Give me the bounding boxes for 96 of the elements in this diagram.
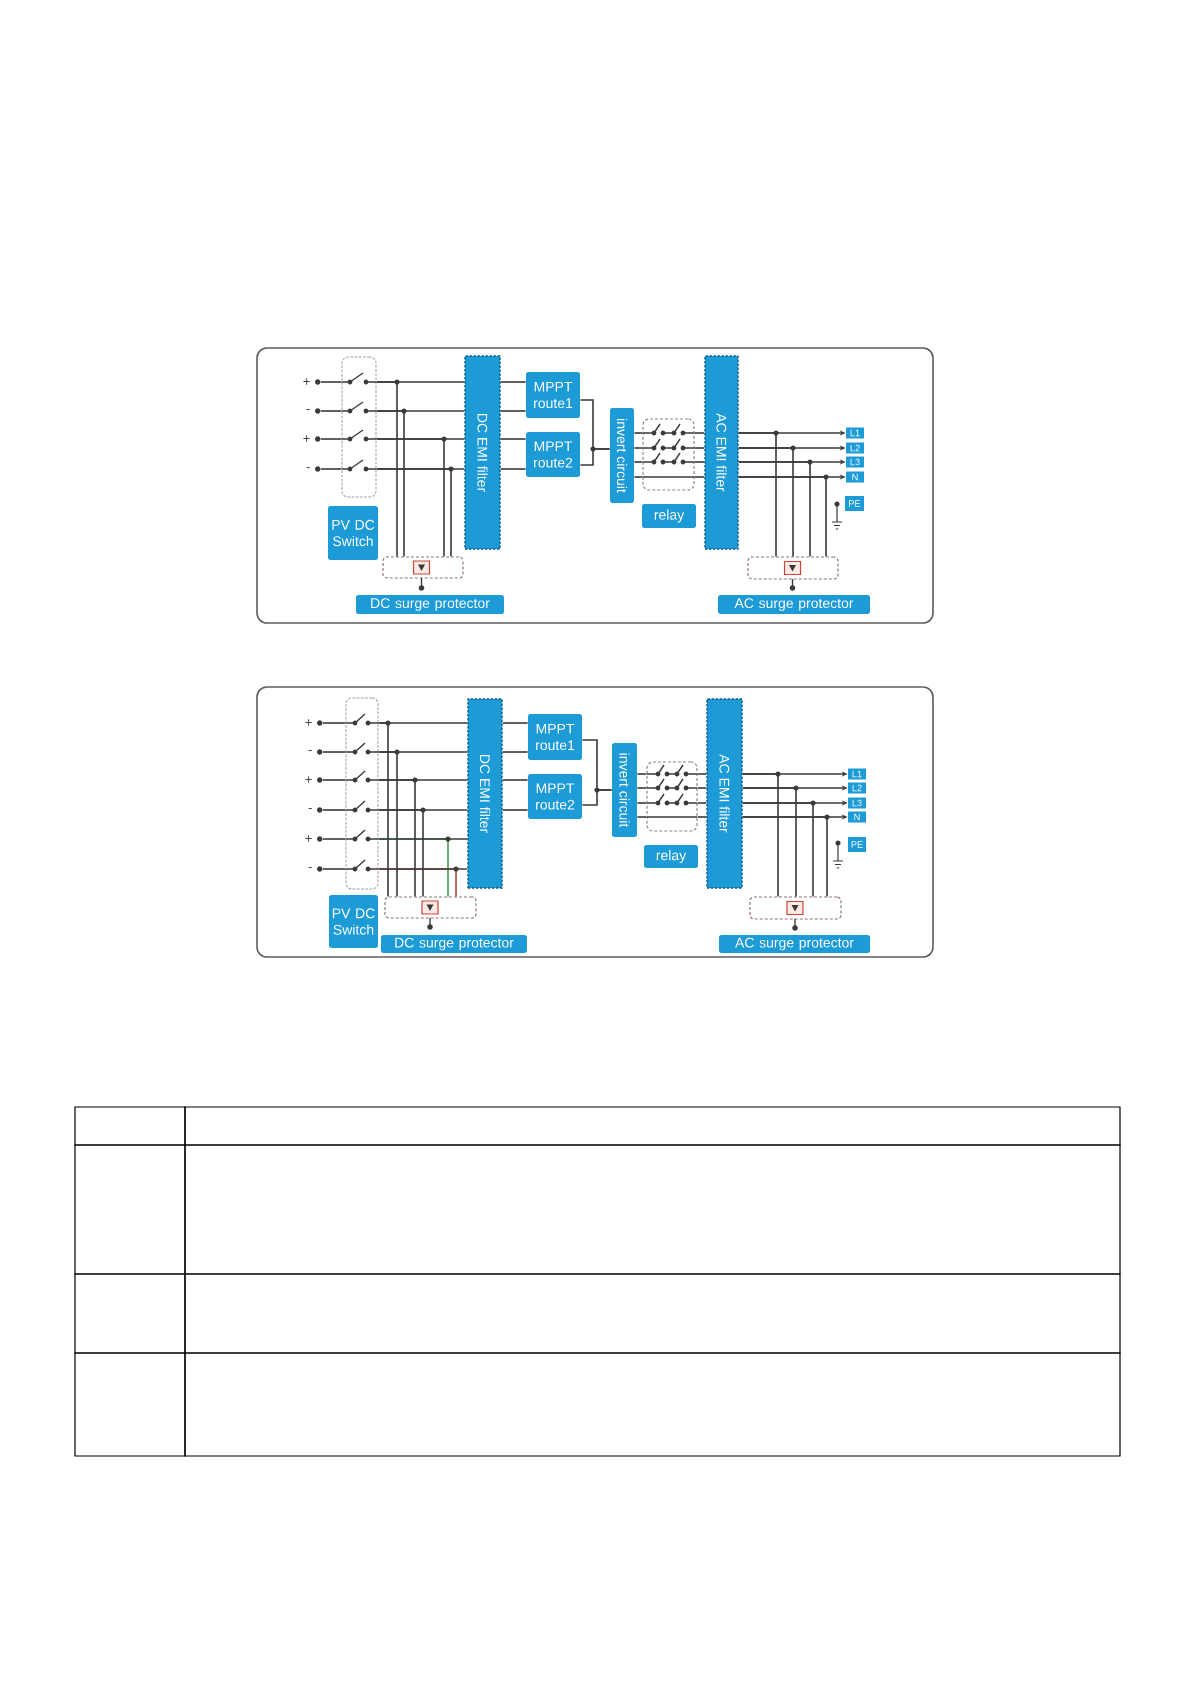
- wire: [375, 438, 445, 558]
- wire: [693, 461, 706, 463]
- wire: [377, 751, 398, 898]
- wire: [499, 438, 527, 440]
- wire: [741, 816, 828, 898]
- inverter-block: invert circuit: [612, 743, 637, 837]
- relay-box: [646, 761, 698, 832]
- wire: [375, 468, 452, 558]
- wire: [377, 722, 389, 898]
- wire: [633, 432, 644, 434]
- terminal-tag: L2: [846, 442, 864, 454]
- wire: [322, 751, 347, 753]
- label-box: PV DC Switch: [328, 506, 378, 560]
- wire: [377, 838, 469, 840]
- polarity-label: -: [308, 750, 312, 752]
- wire: [322, 779, 347, 781]
- wire: [501, 751, 529, 753]
- wire: [320, 410, 343, 412]
- polarity-label: +: [305, 776, 312, 783]
- mppt-block: MPPT route1: [526, 372, 580, 418]
- terminal-tag: L1: [848, 768, 866, 780]
- wire: [320, 381, 343, 383]
- filter-block: AC EMI filter: [704, 355, 739, 550]
- mppt-block: MPPT route2: [526, 432, 580, 477]
- wire: [737, 476, 827, 558]
- wire: [377, 779, 416, 898]
- label-box: DC surge protector: [356, 595, 504, 614]
- terminal-tag: PE: [848, 837, 866, 852]
- polarity-label: -: [308, 867, 312, 869]
- wire: [501, 809, 529, 811]
- wire: [375, 381, 398, 558]
- wire: [499, 381, 527, 383]
- wire: [499, 410, 527, 412]
- switch-group-box: [345, 697, 379, 890]
- polarity-label: -: [308, 808, 312, 810]
- wire: [636, 802, 648, 804]
- wire: [741, 802, 814, 898]
- wire: [579, 448, 611, 466]
- wire: [377, 868, 469, 870]
- wire: [741, 787, 797, 898]
- polarity-label: -: [306, 467, 310, 469]
- label-box: relay: [642, 504, 696, 528]
- wire: [320, 468, 343, 470]
- polarity-label: -: [306, 409, 310, 411]
- wire: [320, 438, 343, 440]
- terminal-tag: L3: [846, 456, 864, 468]
- wire: [499, 468, 527, 470]
- terminal-tag: N: [848, 811, 866, 823]
- polarity-label: +: [305, 719, 312, 726]
- filter-block: DC EMI filter: [467, 698, 503, 889]
- wire: [633, 447, 644, 449]
- wire: [737, 447, 794, 558]
- terminal-tag: L1: [846, 427, 864, 439]
- wire: [322, 838, 347, 840]
- polarity-label: +: [305, 835, 312, 842]
- wire: [322, 722, 347, 724]
- wire: [696, 802, 708, 804]
- relay-box: [642, 418, 695, 491]
- wire: [693, 432, 706, 434]
- wire: [375, 410, 405, 558]
- wire: [501, 722, 529, 724]
- terminal-tag: PE: [845, 496, 864, 511]
- terminal-tag: L3: [848, 797, 866, 809]
- wire: [636, 816, 648, 818]
- wire: [696, 816, 708, 818]
- wire: [737, 432, 777, 558]
- wire: [322, 868, 347, 870]
- wire: [581, 789, 613, 806]
- wire: [696, 787, 708, 789]
- filter-block: AC EMI filter: [706, 698, 743, 889]
- mppt-block: MPPT route2: [528, 774, 582, 819]
- wire: [693, 447, 706, 449]
- filter-block: DC EMI filter: [464, 355, 501, 550]
- label-box: AC surge protector: [718, 595, 870, 614]
- mppt-block: MPPT route1: [528, 714, 582, 760]
- polarity-label: +: [303, 378, 310, 385]
- inverter-block: invert circuit: [610, 408, 634, 503]
- wire: [501, 779, 529, 781]
- wire: [322, 809, 347, 811]
- label-box: AC surge protector: [719, 935, 870, 953]
- label-box: relay: [644, 845, 698, 868]
- wire: [737, 461, 811, 558]
- polarity-label: +: [303, 435, 310, 442]
- wire: [693, 476, 706, 478]
- switch-group-box: [341, 356, 377, 498]
- wire: [633, 461, 644, 463]
- label-box: DC surge protector: [381, 935, 527, 953]
- wire: [633, 476, 644, 478]
- wire: [636, 787, 648, 789]
- terminal-tag: L2: [848, 782, 866, 794]
- wire: [696, 773, 708, 775]
- wire: [636, 773, 648, 775]
- wire: [377, 809, 424, 898]
- label-box: PV DC Switch: [329, 895, 378, 948]
- terminal-tag: N: [846, 471, 864, 483]
- wire: [741, 773, 779, 898]
